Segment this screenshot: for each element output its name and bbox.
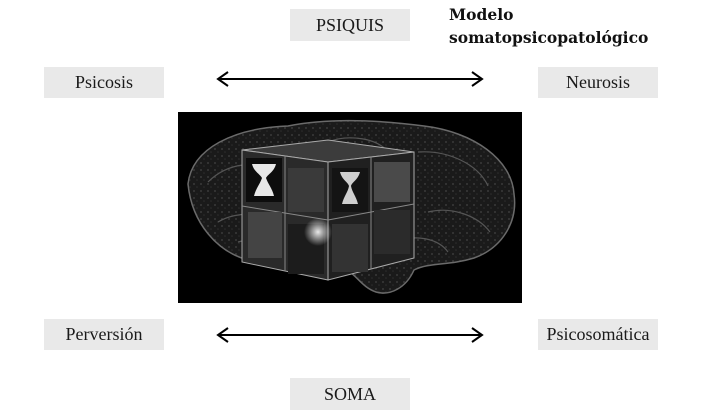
brain-cube-illustration	[178, 112, 522, 303]
psiquis-label-box: PSIQUIS	[290, 9, 410, 41]
perversion-label: Perversión	[65, 324, 143, 344]
psicosomatica-label: Psicosomática	[546, 324, 650, 344]
soma-label: SOMA	[323, 383, 376, 404]
model-title-line2: somatopsicopatológico	[449, 28, 649, 47]
perversion-label-box: Perversión	[44, 319, 164, 350]
neurosis-label-box: Neurosis	[538, 67, 658, 98]
neurosis-label: Neurosis	[566, 72, 630, 92]
soma-label-box: SOMA	[290, 378, 410, 410]
model-title: Modelo somatopsicopatológico	[449, 3, 649, 49]
psicosomatica-label-box: Psicosomática	[538, 319, 658, 350]
psicosis-label-box: Psicosis	[44, 67, 164, 98]
perversion-psicosomatica-double-arrow	[216, 327, 484, 343]
psicosis-label: Psicosis	[74, 72, 134, 92]
psicosis-neurosis-double-arrow	[216, 71, 484, 87]
psiquis-label: PSIQUIS	[315, 14, 385, 35]
model-title-line1: Modelo	[449, 5, 514, 24]
